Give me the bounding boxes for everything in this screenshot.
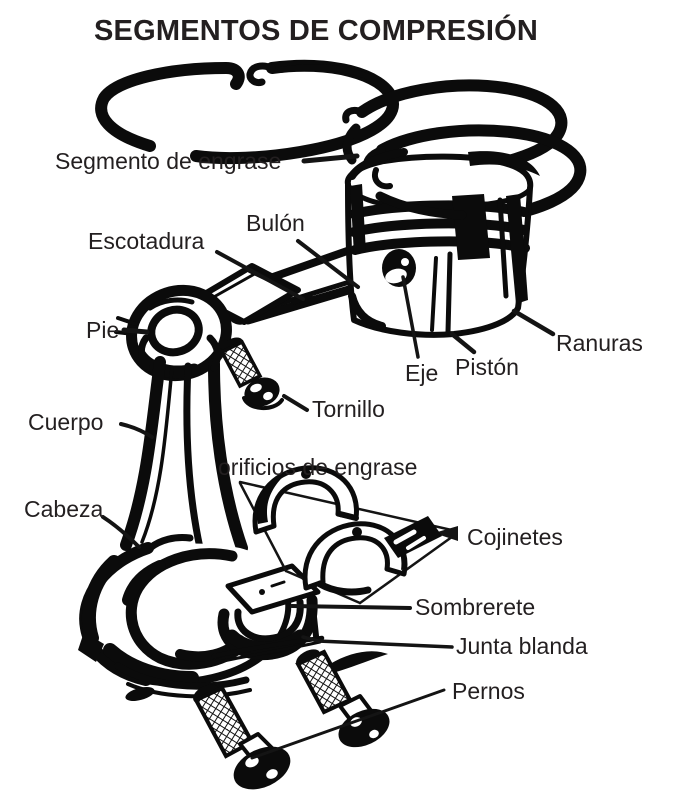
tornillo-head (244, 377, 280, 407)
label-eje: Eje (405, 360, 438, 386)
bearing-shells-drawing (252, 465, 442, 596)
leader-pie (121, 327, 150, 335)
pie-eye-bore (147, 305, 203, 357)
leader-tornillo (282, 394, 309, 412)
label-junta-blanda: Junta blanda (456, 633, 588, 659)
label-pernos: Pernos (452, 678, 525, 704)
diagram-title: SEGMENTOS DE COMPRESIÓN (94, 13, 538, 47)
label-sombrerete: Sombrerete (415, 594, 535, 620)
label-escotadura: Escotadura (88, 228, 205, 254)
ring-groove (349, 218, 529, 237)
label-ranuras: Ranuras (556, 330, 643, 356)
ring-groove (350, 236, 530, 255)
label-pie: Pie (86, 317, 119, 343)
bearing-shell-lower (302, 521, 408, 591)
cojinetes-arrowhead (434, 526, 458, 541)
leader-segmento-engrase (301, 153, 360, 164)
leader-escotadura (215, 250, 305, 301)
leader-sombrerete (290, 604, 412, 610)
label-orificios-engrase: orificios de engrase (218, 454, 417, 480)
oil-hole (301, 469, 311, 479)
label-piston: Pistón (455, 354, 519, 380)
rod-small-end-drawing (114, 263, 301, 382)
leader-ranuras (511, 308, 556, 337)
perno-head (338, 708, 390, 748)
leader-pernos (250, 688, 446, 760)
tornillo-threaded-shank (219, 339, 263, 389)
tornillo-screw-drawing (219, 337, 284, 410)
perno-head (233, 746, 291, 790)
pernos-bolts-drawing (193, 649, 390, 790)
leader-cuerpo (119, 422, 154, 439)
leader-junta-blanda (301, 635, 454, 649)
rod-body-drawing (120, 334, 248, 554)
leader-cabeza (101, 515, 141, 549)
label-tornillo: Tornillo (312, 396, 385, 422)
labels: SEGMENTOS DE COMPRESIÓN Segmento de engr… (24, 13, 643, 704)
label-cabeza: Cabeza (24, 496, 103, 522)
leader-eje (401, 275, 420, 359)
big-end-bore (125, 548, 250, 670)
oil-hole (352, 527, 362, 537)
label-segmento-engrase: Segmento de engrase (55, 148, 281, 174)
leader-lines (101, 153, 556, 760)
leader-bulon (296, 239, 360, 289)
label-bulon: Bulón (246, 210, 305, 236)
leader-piston (449, 331, 477, 355)
label-cuerpo: Cuerpo (28, 409, 103, 435)
label-cojinetes: Cojinetes (467, 524, 563, 550)
big-end-cabeza-drawing (78, 534, 292, 701)
ring-groove (349, 200, 529, 219)
piston-drawing (344, 148, 540, 338)
